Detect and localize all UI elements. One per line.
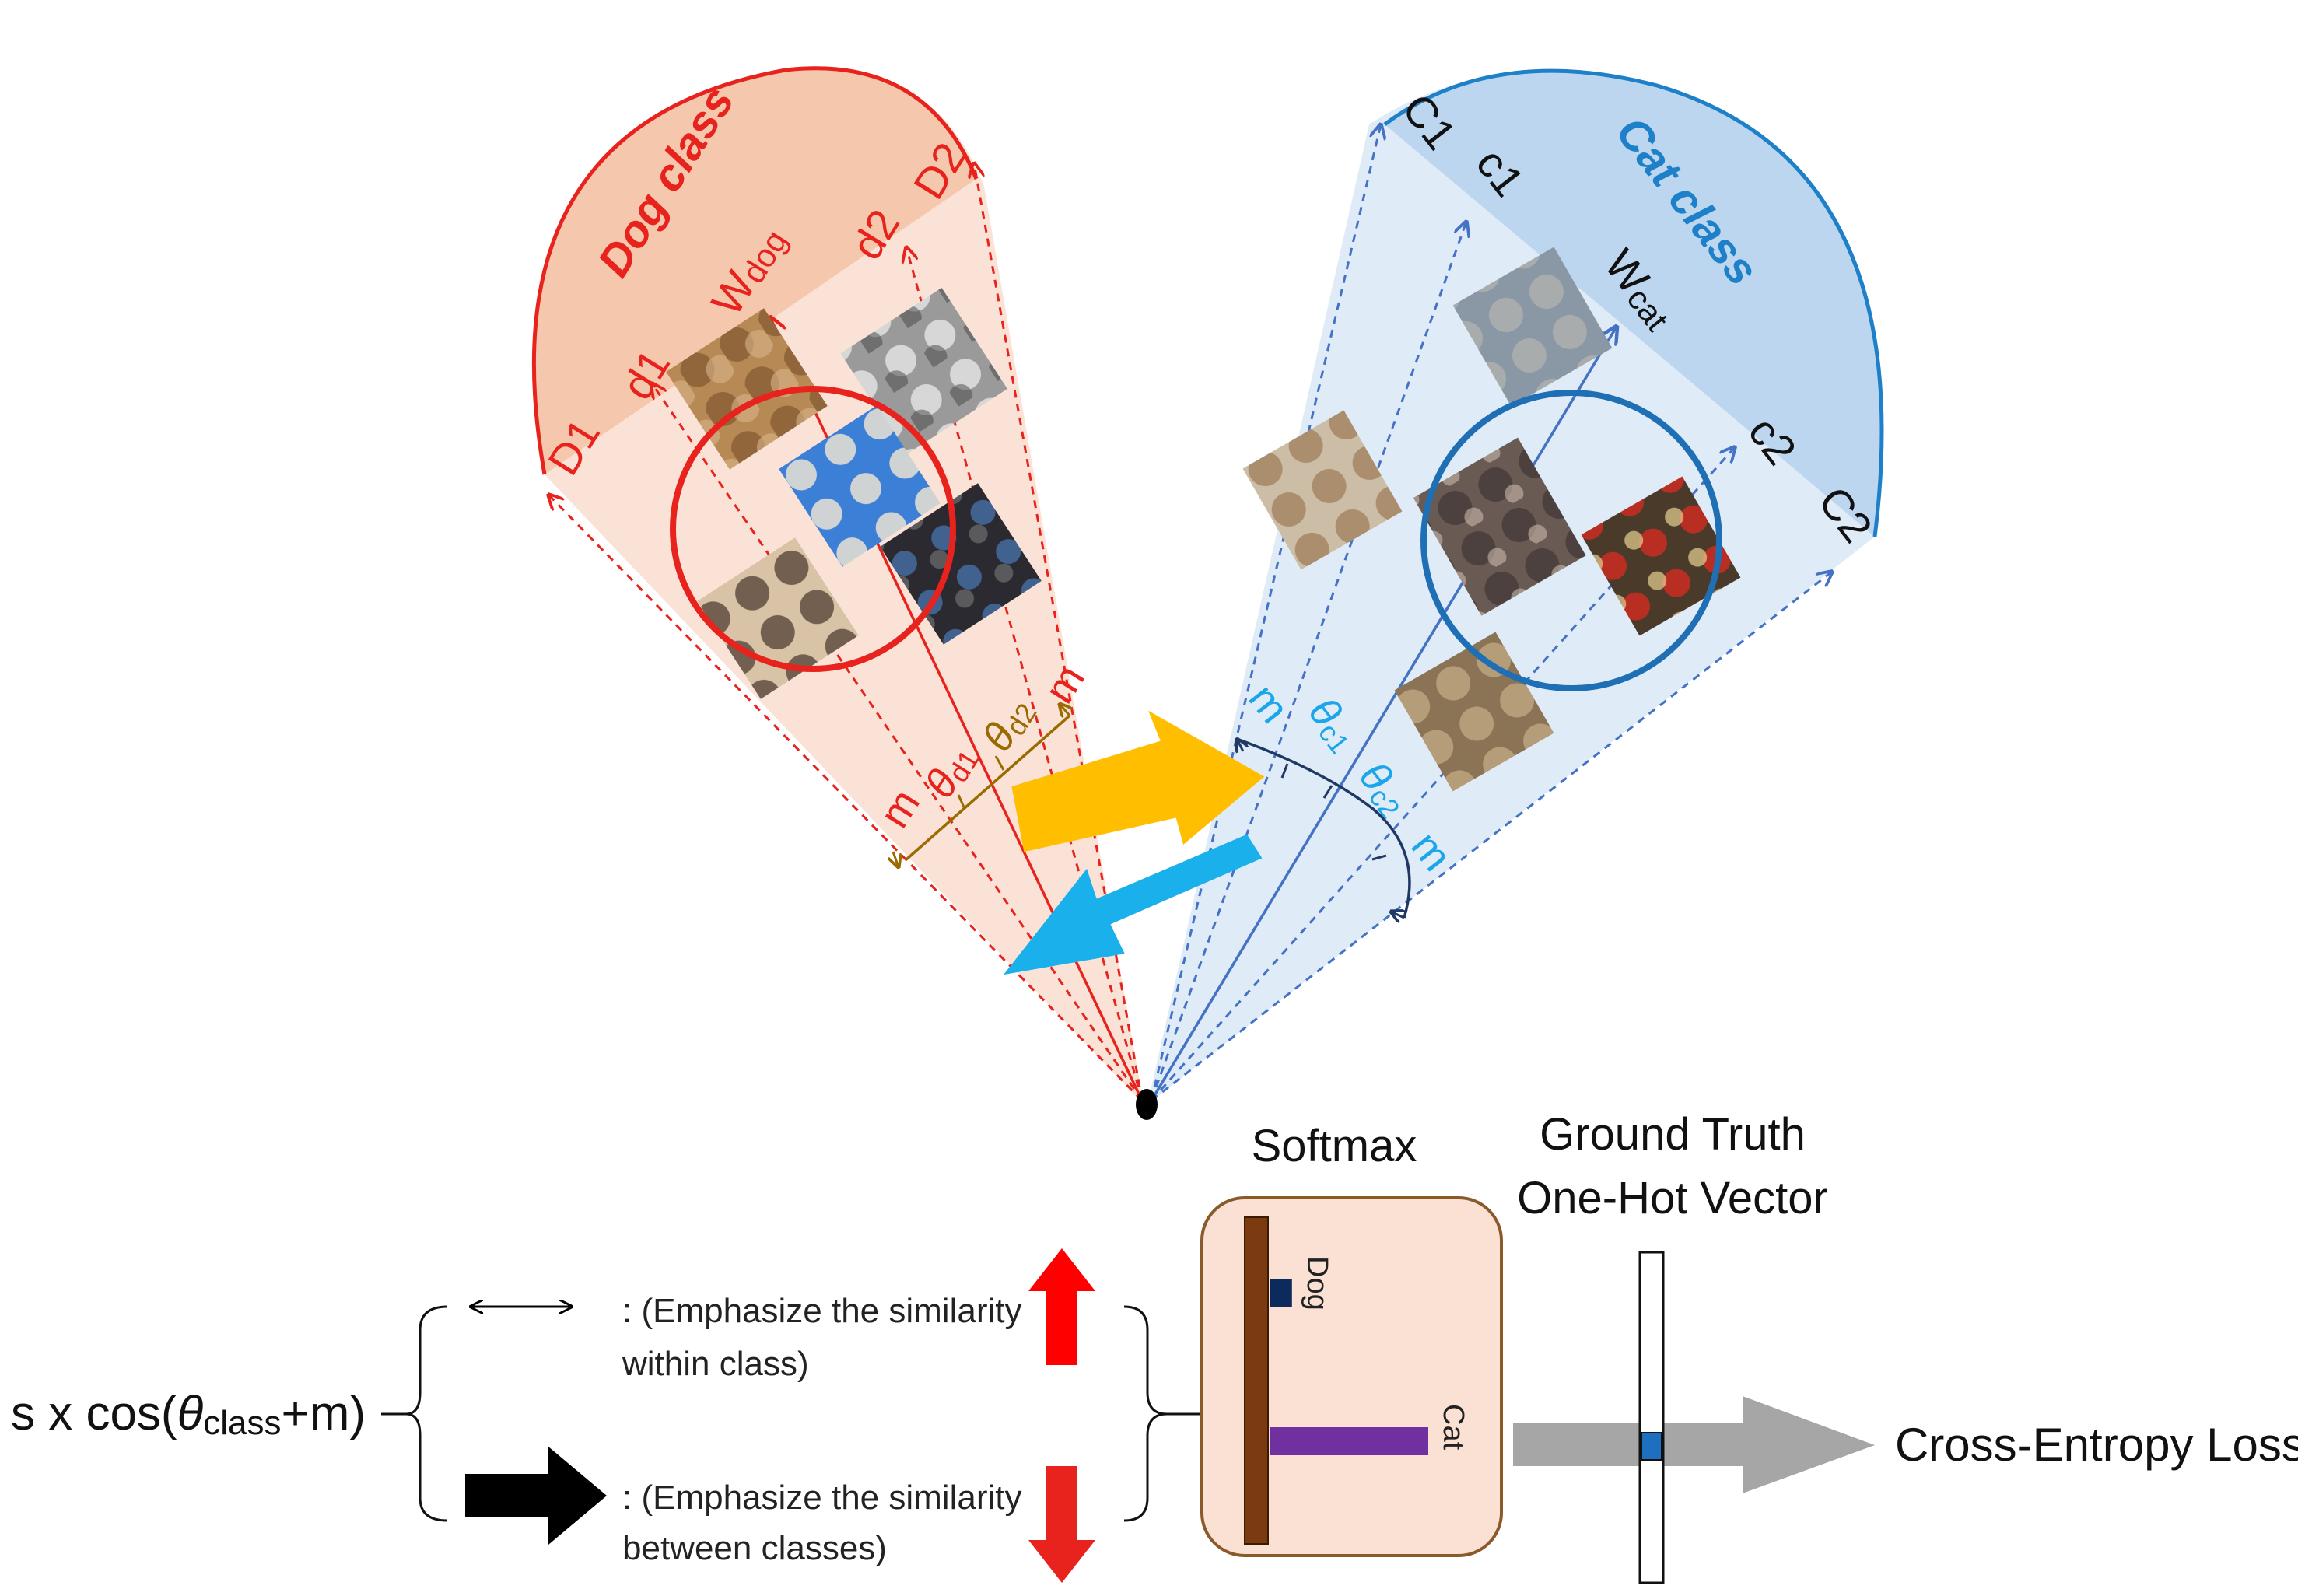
softmax-title: Softmax <box>1252 1121 1417 1171</box>
softmax-axis <box>1244 1216 1269 1545</box>
formula-block: s x cos(θclass+m) <box>11 1305 448 1522</box>
cat-image <box>1452 247 1613 407</box>
cat-image <box>1581 476 1741 636</box>
softmax-bar-label-cat: Cat <box>1437 1404 1470 1451</box>
one-hot-vector <box>1638 1251 1665 1584</box>
ground-truth-title-line2: One-Hot Vector <box>1517 1173 1828 1223</box>
origin-point <box>1136 1089 1158 1120</box>
cat-angle-arc <box>1236 737 1411 919</box>
cat-image <box>1242 410 1403 570</box>
between-line1: : (Emphasize the similarity <box>622 1479 1021 1517</box>
ground-truth-panel: Ground Truth One-Hot Vector <box>1513 1109 1875 1584</box>
formula-subscript: class <box>203 1404 281 1442</box>
cat-arc-tick <box>1237 739 1243 751</box>
dog-arc-tick <box>893 851 899 867</box>
cat-vector-C2 <box>1151 572 1832 1102</box>
softmax-bar-dog <box>1270 1279 1292 1307</box>
cat-image <box>1394 632 1554 792</box>
formula-prefix: s x cos( <box>11 1387 177 1440</box>
cat-sample-images <box>1242 247 1741 792</box>
cat-vector-c1 <box>1150 222 1466 1101</box>
right-brace <box>1123 1305 1168 1522</box>
cat-class-cap <box>1385 71 1882 537</box>
legend-within: : (Emphasize the similarity within class… <box>471 1292 1021 1383</box>
dog-image <box>779 405 941 567</box>
dog-cluster-circle <box>670 386 956 672</box>
dog-arc-tick <box>994 755 1005 771</box>
cyan-arrow <box>1004 834 1263 975</box>
dog-fan: Dog class D1 d1 Wdog d2 D2 m θd1 θd2 m <box>531 66 1144 1104</box>
softmax-bar-cat <box>1270 1427 1428 1455</box>
cat-image <box>1413 437 1586 616</box>
dog-image <box>840 287 1007 455</box>
cat-weight-vector <box>1150 327 1617 1101</box>
dog-image <box>697 537 859 699</box>
thick-arrow-icon <box>465 1447 607 1545</box>
dog-sample-images <box>666 287 1042 699</box>
cross-entropy-label: Cross-Entropy Loss <box>1895 1419 2298 1471</box>
softmax-bar-label-dog: Dog <box>1301 1256 1333 1311</box>
dog-class-arc <box>531 66 979 475</box>
dog-angle-arc <box>905 714 1071 861</box>
dog-arc-tick <box>1060 704 1070 716</box>
yellow-arrow <box>1011 710 1265 852</box>
within-line2: within class) <box>622 1345 809 1383</box>
left-brace <box>405 1305 448 1522</box>
cat-fan: Cat class C1 c1 Wcat c2 C2 m θc1 θc2 m <box>1147 68 1884 1104</box>
up-arrow-icon <box>1028 1248 1095 1365</box>
down-arrow-icon <box>1028 1466 1095 1583</box>
cat-arc-tick <box>1280 763 1289 779</box>
cat-arc-tick <box>1371 854 1387 861</box>
dog-class-cap <box>534 68 976 475</box>
one-hot-active-cell <box>1641 1432 1662 1461</box>
cat-cluster-circle <box>1420 390 1722 691</box>
dog-vector-d2 <box>906 247 1144 1101</box>
formula-suffix: +m) <box>281 1387 366 1440</box>
cat-class-arc <box>1383 68 1884 537</box>
cat-arc-tick <box>1322 785 1333 799</box>
cat-arc-tick <box>1391 912 1404 918</box>
within-line1: : (Emphasize the similarity <box>622 1292 1021 1330</box>
dog-image <box>880 483 1042 645</box>
formula-theta: θ <box>177 1387 204 1440</box>
dog-arc-tick <box>957 794 966 810</box>
dog-vector-D1 <box>548 495 1144 1102</box>
loss-formula: s x cos(θclass+m) <box>11 1387 366 1442</box>
ground-truth-title-line1: Ground Truth <box>1540 1109 1806 1160</box>
flow-arrow <box>1513 1396 1875 1493</box>
dog-vector-d1 <box>652 383 1144 1101</box>
legend-between: : (Emphasize the similarity between clas… <box>465 1447 1021 1567</box>
between-line2: between classes) <box>622 1529 887 1567</box>
dog-image <box>666 308 828 470</box>
